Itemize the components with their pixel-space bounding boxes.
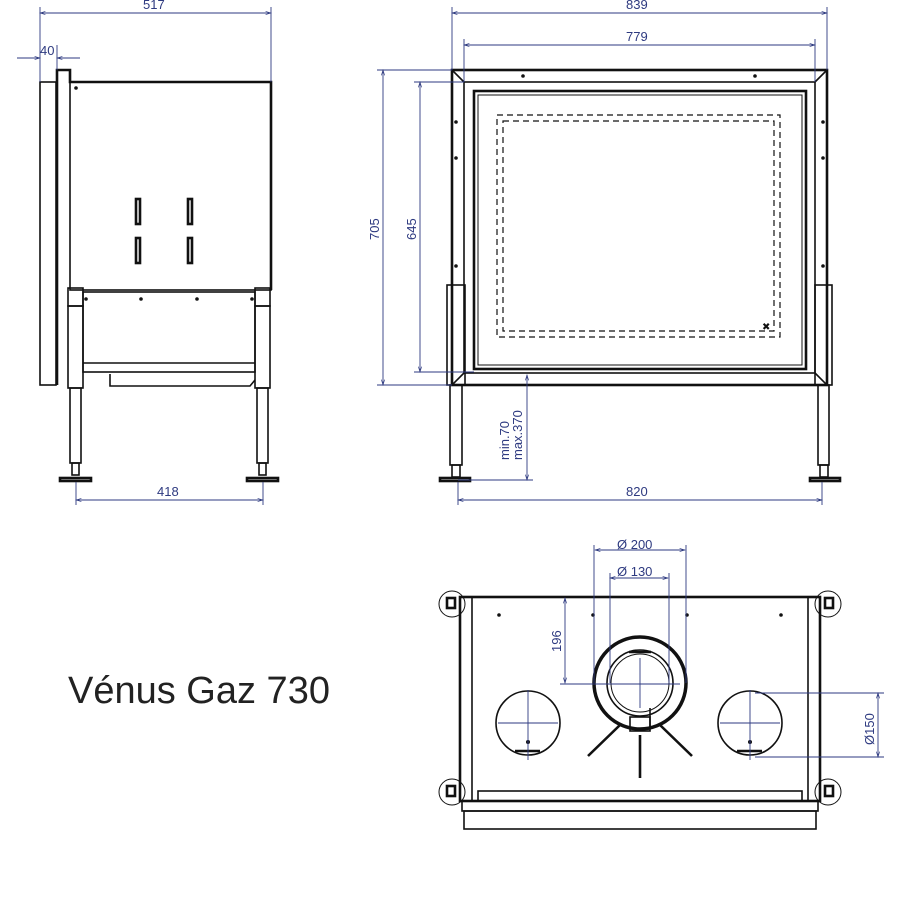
dim-flue-offset: 196: [549, 630, 564, 652]
dim-depth: 517: [143, 0, 165, 12]
svg-text:✖: ✖: [762, 322, 770, 333]
dim-outer-width: 839: [626, 0, 648, 12]
dim-leg-spacing: 418: [157, 484, 179, 499]
dim-flue-outer: Ø 200: [617, 537, 652, 552]
dim-leg-min: min.70: [497, 421, 512, 460]
vent-slots: [134, 197, 194, 265]
dim-leg-width: 820: [626, 484, 648, 499]
dim-flue-inner: Ø 130: [617, 564, 652, 579]
side-dimensions: [17, 7, 271, 505]
top-dimensions: [498, 545, 884, 760]
dim-inner-width: 779: [626, 29, 648, 44]
top-view: [438, 590, 842, 830]
front-dimensions: [377, 7, 827, 505]
dim-door-offset: 40: [40, 43, 54, 58]
dim-total-height: 705: [367, 218, 382, 240]
front-view: ✖: [438, 68, 842, 483]
product-title: Vénus Gaz 730: [68, 670, 330, 712]
dim-leg-max: max.370: [510, 410, 525, 460]
side-view: [39, 68, 280, 483]
dim-inner-height: 645: [404, 218, 419, 240]
dim-vent-diameter: Ø150: [862, 713, 877, 745]
